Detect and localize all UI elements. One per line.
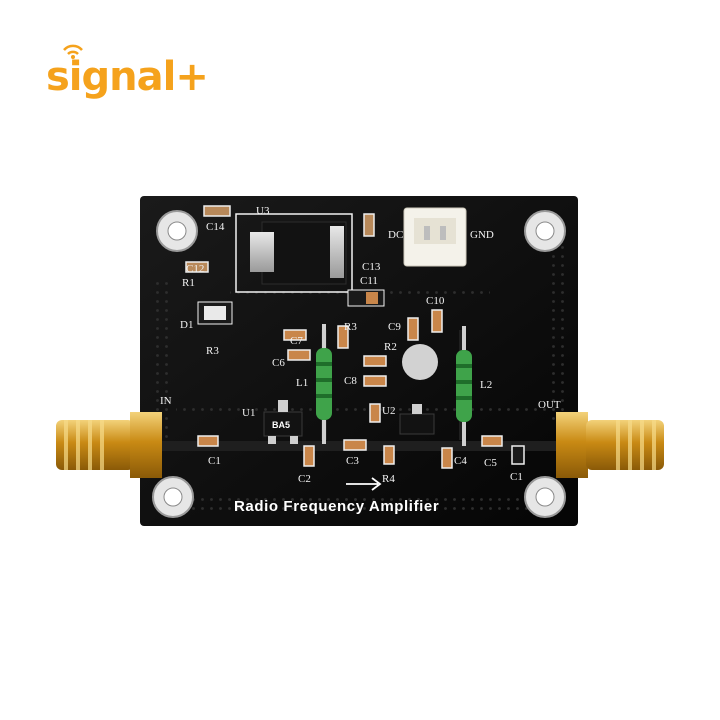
inductor-l2	[456, 326, 472, 446]
label-c6: C6	[272, 357, 285, 369]
chip-marking-ba5: BA5	[272, 420, 290, 430]
label-c14: C14	[206, 221, 225, 233]
label-r4: R4	[382, 473, 395, 485]
ic-u1	[263, 400, 303, 444]
label-l2: L2	[480, 379, 492, 391]
mounting-hole-tl	[156, 210, 198, 252]
mounting-hole-tr	[524, 210, 566, 252]
sma-connector-in	[56, 412, 162, 478]
label-u3: U3	[256, 205, 270, 217]
label-c1-out: C1	[510, 471, 523, 483]
brand-logo: signal+	[46, 40, 246, 110]
label-port-in: IN	[160, 395, 172, 407]
mounting-hole-bl	[152, 476, 194, 518]
power-connector	[403, 207, 467, 267]
label-c2: C2	[298, 473, 311, 485]
signal-waves-icon	[63, 44, 83, 59]
inductor-l1	[316, 324, 332, 444]
label-c5: C5	[484, 457, 497, 469]
label-u1: U1	[242, 407, 255, 419]
label-c11: C11	[360, 275, 378, 287]
label-power-gnd: GND	[470, 229, 494, 241]
label-c1: C1	[208, 455, 221, 467]
sma-connector-out	[556, 412, 664, 478]
label-d1: D1	[180, 319, 193, 331]
label-c12: C12	[186, 263, 204, 275]
label-port-out: OUT	[538, 399, 561, 411]
label-c7: C7	[290, 335, 303, 347]
brand-logo-text: signal+	[46, 54, 209, 100]
regulator-u3	[235, 213, 353, 293]
label-power-plus: DC	[388, 229, 403, 241]
signal-arrow-icon	[346, 477, 382, 491]
label-c4: C4	[454, 455, 467, 467]
label-u2: U2	[382, 405, 395, 417]
label-l1: L1	[296, 377, 308, 389]
board-title: Radio Frequency Amplifier	[234, 498, 439, 515]
label-c13: C13	[362, 261, 381, 273]
label-r1: R1	[182, 277, 195, 289]
label-c9: C9	[388, 321, 401, 333]
mounting-hole-br	[524, 476, 566, 518]
label-r2: R2	[384, 341, 397, 353]
label-c8: C8	[344, 375, 357, 387]
label-c3: C3	[346, 455, 359, 467]
label-r3: R3	[344, 321, 357, 333]
ic-u2	[399, 404, 435, 435]
smd-parts	[185, 205, 525, 469]
diode-d1	[197, 301, 233, 325]
label-r3-top: R3	[206, 345, 219, 357]
label-c10: C10	[426, 295, 445, 307]
